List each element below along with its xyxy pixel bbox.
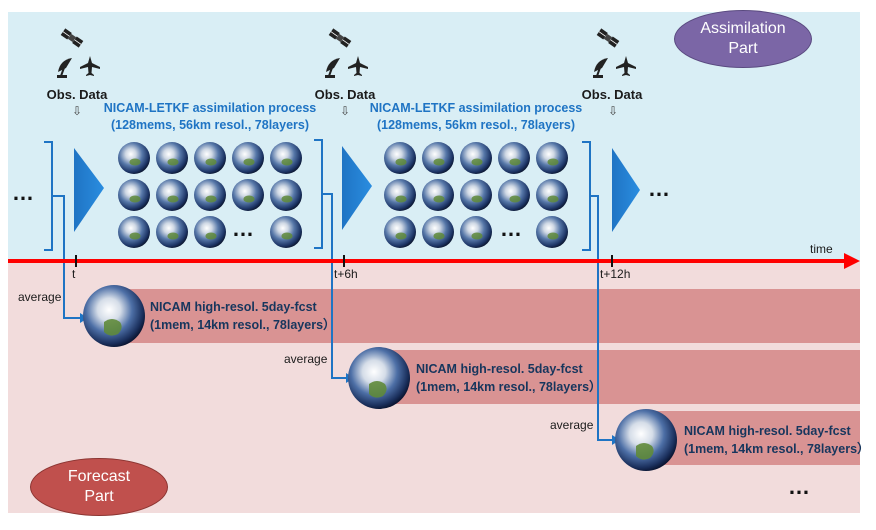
forecast-line1: NICAM high-resol. 5day-fcst — [150, 300, 317, 314]
earth-globe-icon — [384, 179, 416, 211]
assimilation-process-line1: NICAM-LETKF assimilation process — [103, 101, 317, 115]
analysis-triangle-3 — [612, 148, 640, 232]
satellite-icon — [60, 28, 84, 48]
earth-globe-icon — [422, 216, 454, 248]
earth-globe-icon — [460, 179, 492, 211]
assimilation-part-line1: Assimilation — [700, 20, 786, 37]
forecast-bar-1 — [106, 289, 860, 343]
ellipsis-right: … — [648, 176, 672, 201]
earth-globe-icon — [194, 216, 226, 248]
assimilation-part-badge: Assimilation Part — [674, 10, 812, 68]
tick-label-t12: t+12h — [600, 267, 631, 281]
obs-arrow-down-icon: ⇩ — [607, 104, 619, 118]
airplane-icon — [616, 56, 636, 76]
obs-data-label-3: Obs. Data — [581, 87, 643, 102]
earth-globe-icon — [348, 347, 410, 409]
tick-label-t6: t+6h — [334, 267, 358, 281]
earth-globe-icon — [498, 142, 530, 174]
airplane-icon — [80, 56, 100, 76]
assimilation-process-line2: (128mems, 56km resol., 78layers) — [376, 118, 576, 132]
forecast-line1: NICAM high-resol. 5day-fcst — [416, 362, 583, 376]
ensemble-globes-1 — [118, 142, 302, 248]
flow-lines — [44, 139, 612, 441]
obs-arrow-down-icon: ⇩ — [339, 104, 351, 118]
forecast-part-line2: Part — [84, 488, 114, 505]
earth-globe-icon — [422, 142, 454, 174]
time-axis-label: time — [810, 242, 833, 256]
timeline-arrowhead — [844, 253, 860, 269]
obs-arrow-down-icon: ⇩ — [71, 104, 83, 118]
forecast-part-badge: Forecast Part — [30, 458, 168, 516]
earth-globe-icon — [83, 285, 145, 347]
forecast-line2: (1mem, 14km resol., 78layers） — [150, 318, 336, 332]
ellipsis-bottom: … — [788, 474, 812, 499]
forecast-line1: NICAM high-resol. 5day-fcst — [684, 424, 851, 438]
earth-globe-icon — [615, 409, 677, 471]
earth-globe-icon — [536, 142, 568, 174]
forecast-line2: (1mem, 14km resol., 78layers） — [416, 380, 602, 394]
radar-dish-icon — [325, 58, 340, 78]
ensemble-globes-2 — [384, 142, 568, 248]
forecast-label-2: NICAM high-resol. 5day-fcst (1mem, 14km … — [416, 360, 602, 396]
analysis-triangle-1 — [74, 148, 104, 232]
airplane-icon — [348, 56, 368, 76]
earth-globe-icon — [118, 179, 150, 211]
earth-globe-icon — [270, 179, 302, 211]
earth-globe-icon — [156, 179, 188, 211]
earth-globe-icon — [270, 142, 302, 174]
forecast-bar-2 — [372, 350, 860, 404]
analysis-triangle-2 — [342, 146, 372, 230]
earth-globe-icon — [422, 179, 454, 211]
assimilation-process-line2: (128mems, 56km resol., 78layers) — [110, 118, 310, 132]
earth-globe-icon — [498, 179, 530, 211]
ellipsis-left: … — [12, 180, 36, 205]
earth-globe-icon — [460, 216, 492, 248]
earth-globe-icon — [384, 216, 416, 248]
earth-globe-icon — [384, 142, 416, 174]
observation-icons — [57, 28, 636, 78]
earth-globe-icon — [270, 216, 302, 248]
assimilation-part-line2: Part — [728, 40, 758, 57]
earth-globe-icon — [536, 179, 568, 211]
earth-globe-icon — [232, 142, 264, 174]
forecast-part-line1: Forecast — [67, 468, 131, 485]
average-label-1: average — [18, 290, 62, 304]
forecast-label-3: NICAM high-resol. 5day-fcst (1mem, 14km … — [684, 422, 870, 458]
obs-data-label-2: Obs. Data — [314, 87, 376, 102]
earth-globe-icon — [194, 179, 226, 211]
tick-label-t: t — [72, 267, 76, 281]
forecast-line2: (1mem, 14km resol., 78layers） — [684, 442, 870, 456]
ellipsis-grid-2: … — [500, 216, 524, 241]
forecast-label-1: NICAM high-resol. 5day-fcst (1mem, 14km … — [150, 298, 336, 334]
average-label-3: average — [550, 418, 594, 432]
earth-globe-icon — [156, 216, 188, 248]
assimilation-process-label-1: NICAM-LETKF assimilation process (128mem… — [85, 100, 335, 134]
assimilation-process-label-2: NICAM-LETKF assimilation process (128mem… — [351, 100, 601, 134]
satellite-icon — [328, 28, 352, 48]
earth-globe-icon — [156, 142, 188, 174]
radar-dish-icon — [593, 58, 608, 78]
obs-data-label-1: Obs. Data — [46, 87, 108, 102]
average-label-2: average — [284, 352, 328, 366]
radar-dish-icon — [57, 58, 72, 78]
assimilation-process-line1: NICAM-LETKF assimilation process — [369, 101, 583, 115]
earth-globe-icon — [118, 142, 150, 174]
earth-globe-icon — [536, 216, 568, 248]
ellipsis-grid-1: … — [232, 216, 256, 241]
earth-globe-icon — [194, 142, 226, 174]
earth-globe-icon — [460, 142, 492, 174]
satellite-icon — [596, 28, 620, 48]
earth-globe-icon — [118, 216, 150, 248]
earth-globe-icon — [232, 179, 264, 211]
